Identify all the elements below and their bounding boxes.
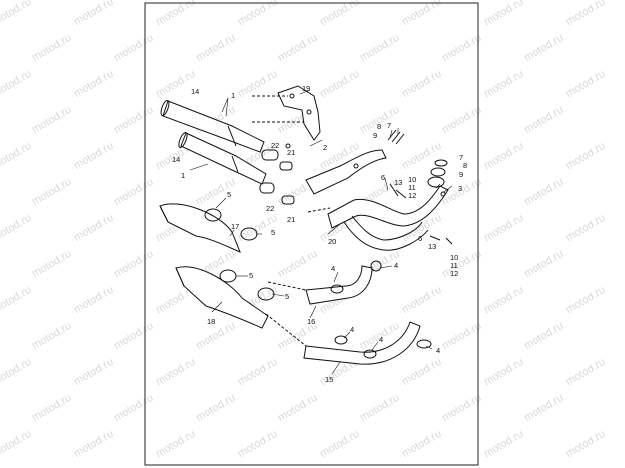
callout-11: 11 (450, 261, 458, 270)
callout-4: 4 (436, 346, 440, 355)
callout-6: 6 (381, 173, 385, 182)
callout-5: 5 (249, 271, 253, 280)
callout-17: 17 (231, 222, 239, 231)
callout-4: 4 (379, 335, 383, 344)
callout-9: 9 (373, 131, 377, 140)
header-pipe-16 (267, 265, 373, 305)
callout-12: 12 (450, 269, 458, 278)
callout-21: 21 (287, 215, 295, 224)
callout-20: 20 (328, 237, 336, 246)
callout-16: 16 (307, 317, 315, 326)
callout-8: 8 (377, 122, 381, 131)
callout-22: 22 (271, 141, 279, 150)
callout-19: 19 (302, 84, 310, 93)
callout-21: 21 (287, 148, 295, 157)
callout-7: 7 (459, 153, 463, 162)
callout-4: 4 (394, 261, 398, 270)
callout-22: 22 (266, 204, 274, 213)
callout-15: 15 (325, 375, 333, 384)
callout-13: 13 (428, 242, 436, 251)
upper-muffler-part (160, 99, 265, 153)
callout-14: 14 (191, 87, 199, 96)
callout-4: 4 (331, 264, 335, 273)
muffler-bracket-part (252, 85, 321, 141)
callout-1: 1 (231, 91, 235, 100)
diagram-frame (144, 2, 479, 466)
callout-5: 5 (285, 292, 289, 301)
callout-8: 8 (463, 161, 467, 170)
callout-12: 12 (408, 191, 416, 200)
flange-gasket-set (370, 129, 448, 272)
callout-3: 3 (458, 184, 462, 193)
callout-4: 4 (350, 325, 354, 334)
callout-5: 5 (271, 228, 275, 237)
callout-10: 10 (408, 175, 416, 184)
studs-and-bolts (285, 143, 453, 245)
header-pipe-15 (265, 313, 432, 365)
callout-18: 18 (207, 317, 215, 326)
callout-1: 1 (181, 171, 185, 180)
callout-6: 6 (418, 234, 422, 243)
callout-7: 7 (387, 121, 391, 130)
callout-14: 14 (172, 155, 180, 164)
heat-shield-17-part (159, 203, 241, 253)
connector-sleeves (259, 149, 295, 205)
callout-11: 11 (408, 183, 416, 192)
callout-13: 13 (394, 178, 402, 187)
callout-10: 10 (450, 253, 458, 262)
callout-9: 9 (459, 170, 463, 179)
heat-shield-18-part (175, 266, 269, 329)
callout-labels: 1 1 2 3 4 4 4 4 4 5 5 5 5 6 6 7 7 8 8 9 … (172, 84, 467, 384)
header-pipe-20 (305, 149, 449, 251)
lower-muffler-part (178, 131, 267, 185)
callout-5: 5 (227, 190, 231, 199)
callout-2: 2 (323, 143, 327, 152)
